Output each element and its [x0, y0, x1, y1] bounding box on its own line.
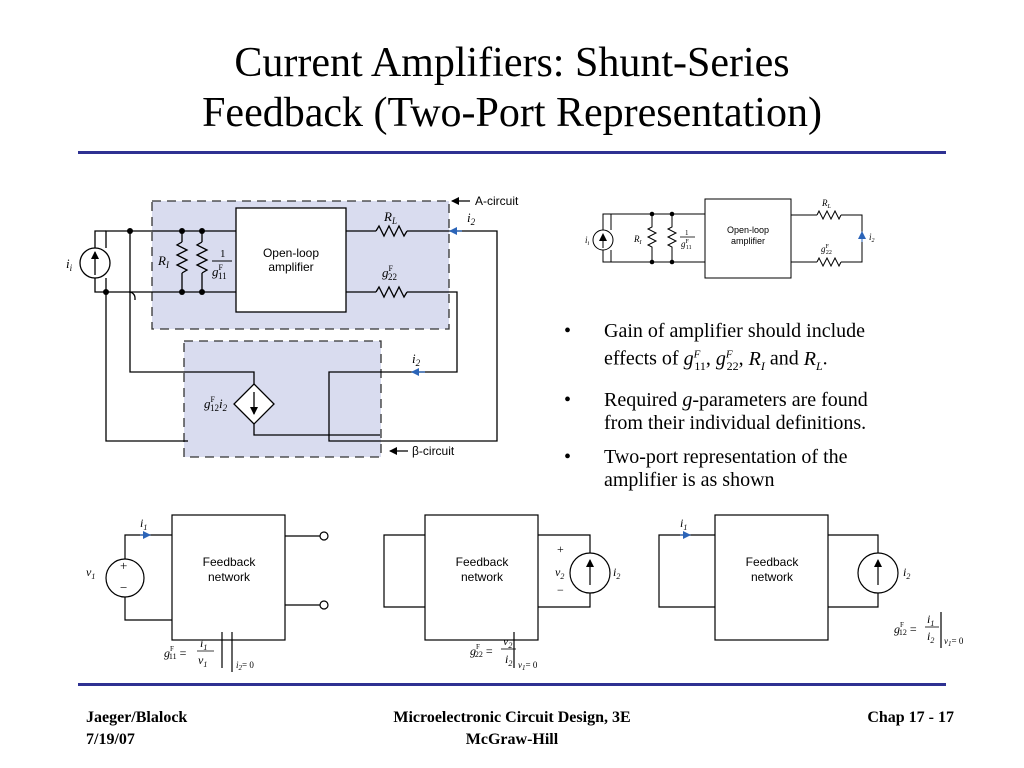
a-circuit-label: A-circuit: [475, 194, 519, 208]
fb3-i2: i2: [903, 565, 910, 581]
i2-label-mid: i2: [412, 351, 421, 368]
small-rl-label: RL: [821, 198, 832, 210]
g11-num: 1: [220, 248, 226, 260]
slide-title: Current Amplifiers: Shunt-Series Feedbac…: [0, 38, 1024, 138]
fb1-eq-den: v1: [198, 653, 207, 669]
fb1-label-1: Feedback: [203, 555, 257, 569]
small-ri-label: RI: [633, 234, 643, 246]
fb1-i1: i1: [140, 516, 147, 532]
ri-label: RI: [157, 253, 170, 270]
footer-authors: Jaeger/Blalock: [86, 709, 188, 726]
fb1-box: [171, 514, 286, 641]
fb1-plus: +: [120, 558, 127, 573]
bullet-2: • Required g-parameters are found from t…: [564, 388, 868, 434]
fb3-eq-num: i1: [927, 612, 934, 628]
fb3-i1: i1: [680, 516, 687, 532]
small-source-label: ii: [585, 235, 590, 247]
fb2-minus: −: [557, 583, 564, 597]
fb2-i2: i2: [613, 565, 620, 581]
beta-circuit-region: [183, 340, 382, 458]
fb1-eq-cond: i2= 0: [236, 660, 254, 672]
feedback-circuit-2: [383, 514, 611, 668]
beta-circuit-label: β-circuit: [412, 444, 455, 458]
title-rule: [78, 151, 946, 154]
fb3-eq-den: i2: [927, 629, 934, 645]
small-amp-label-1: Open-loop: [727, 225, 769, 235]
amp-label-2: amplifier: [268, 260, 313, 274]
amp-label-1: Open-loop: [263, 246, 319, 260]
fb2-plus: +: [557, 542, 564, 556]
footer-publisher: McGraw-Hill: [465, 731, 559, 748]
small-i2-label: i2: [869, 232, 875, 244]
source-label: ii: [66, 256, 73, 273]
ri-resistor: [175, 241, 189, 274]
feedback-box-labels: Feedback network Feedback network Feedba…: [203, 555, 800, 584]
footer-book: Microelectronic Circuit Design, 3E: [393, 709, 631, 726]
small-amplifier-box: [704, 198, 792, 279]
footer-date: 7/19/07: [86, 731, 135, 748]
bullet-1: • Gain of amplifier should include effec…: [564, 320, 866, 373]
rl-resistor: [375, 224, 408, 238]
fb1-voltage-source: [105, 558, 145, 598]
main-circuit-labels: A-circuit β-circuit Open-loop amplifier: [263, 194, 519, 458]
main-circuit: [79, 197, 498, 458]
small-amp-label-2: amplifier: [731, 236, 765, 246]
footer-left: Jaeger/Blalock 7/19/07: [86, 707, 187, 751]
small-g22-resistor: [816, 256, 842, 268]
rl-label: RL: [383, 209, 397, 226]
small-circuit: [592, 198, 866, 279]
fb3-box: [714, 514, 829, 641]
feedback-circuit-3: [658, 514, 942, 648]
fb1-eq-num: i1: [200, 636, 207, 652]
title-line-1: Current Amplifiers: Shunt-Series: [234, 40, 790, 86]
fb1-minus: −: [120, 580, 127, 595]
fb1-label-2: network: [208, 570, 251, 584]
g11-resistor: [195, 241, 209, 274]
title-line-2: Feedback (Two-Port Representation): [202, 90, 822, 136]
fb2-v2: v2: [555, 565, 564, 581]
small-circuit-labels: Open-loop amplifier: [727, 225, 769, 246]
small-g11-num: 1: [685, 229, 689, 237]
feedback-circuit-1: [105, 514, 329, 672]
fb2-box: [424, 514, 539, 641]
g22-resistor: [375, 285, 408, 299]
fb1-v1: v1: [86, 565, 95, 581]
fb3-label-2: network: [751, 570, 794, 584]
fb2-eq-num: v2: [503, 634, 512, 650]
i2-label-top: i2: [467, 210, 476, 227]
footer-chapter: Chap 17 - 17: [867, 709, 954, 726]
bullet-dot: •: [564, 320, 572, 342]
fb2-eq-den: i2: [505, 652, 512, 668]
footer-right: Chap 17 - 17: [867, 707, 954, 729]
fb3-eq-cond: v1= 0: [944, 636, 964, 648]
open-loop-amplifier-box: [235, 207, 347, 313]
bullet-3: • Two-port representation of the amplifi…: [564, 445, 848, 491]
fb2-label-1: Feedback: [456, 555, 510, 569]
bullet-list: • Gain of amplifier should include effec…: [564, 320, 964, 503]
fb2-label-2: network: [461, 570, 504, 584]
small-rl-resistor: [816, 209, 842, 221]
footer-rule: [78, 683, 946, 686]
footer-center: Microelectronic Circuit Design, 3E McGra…: [300, 707, 724, 751]
fb3-label-1: Feedback: [746, 555, 800, 569]
fb2-eq-cond: v1= 0: [518, 660, 538, 672]
